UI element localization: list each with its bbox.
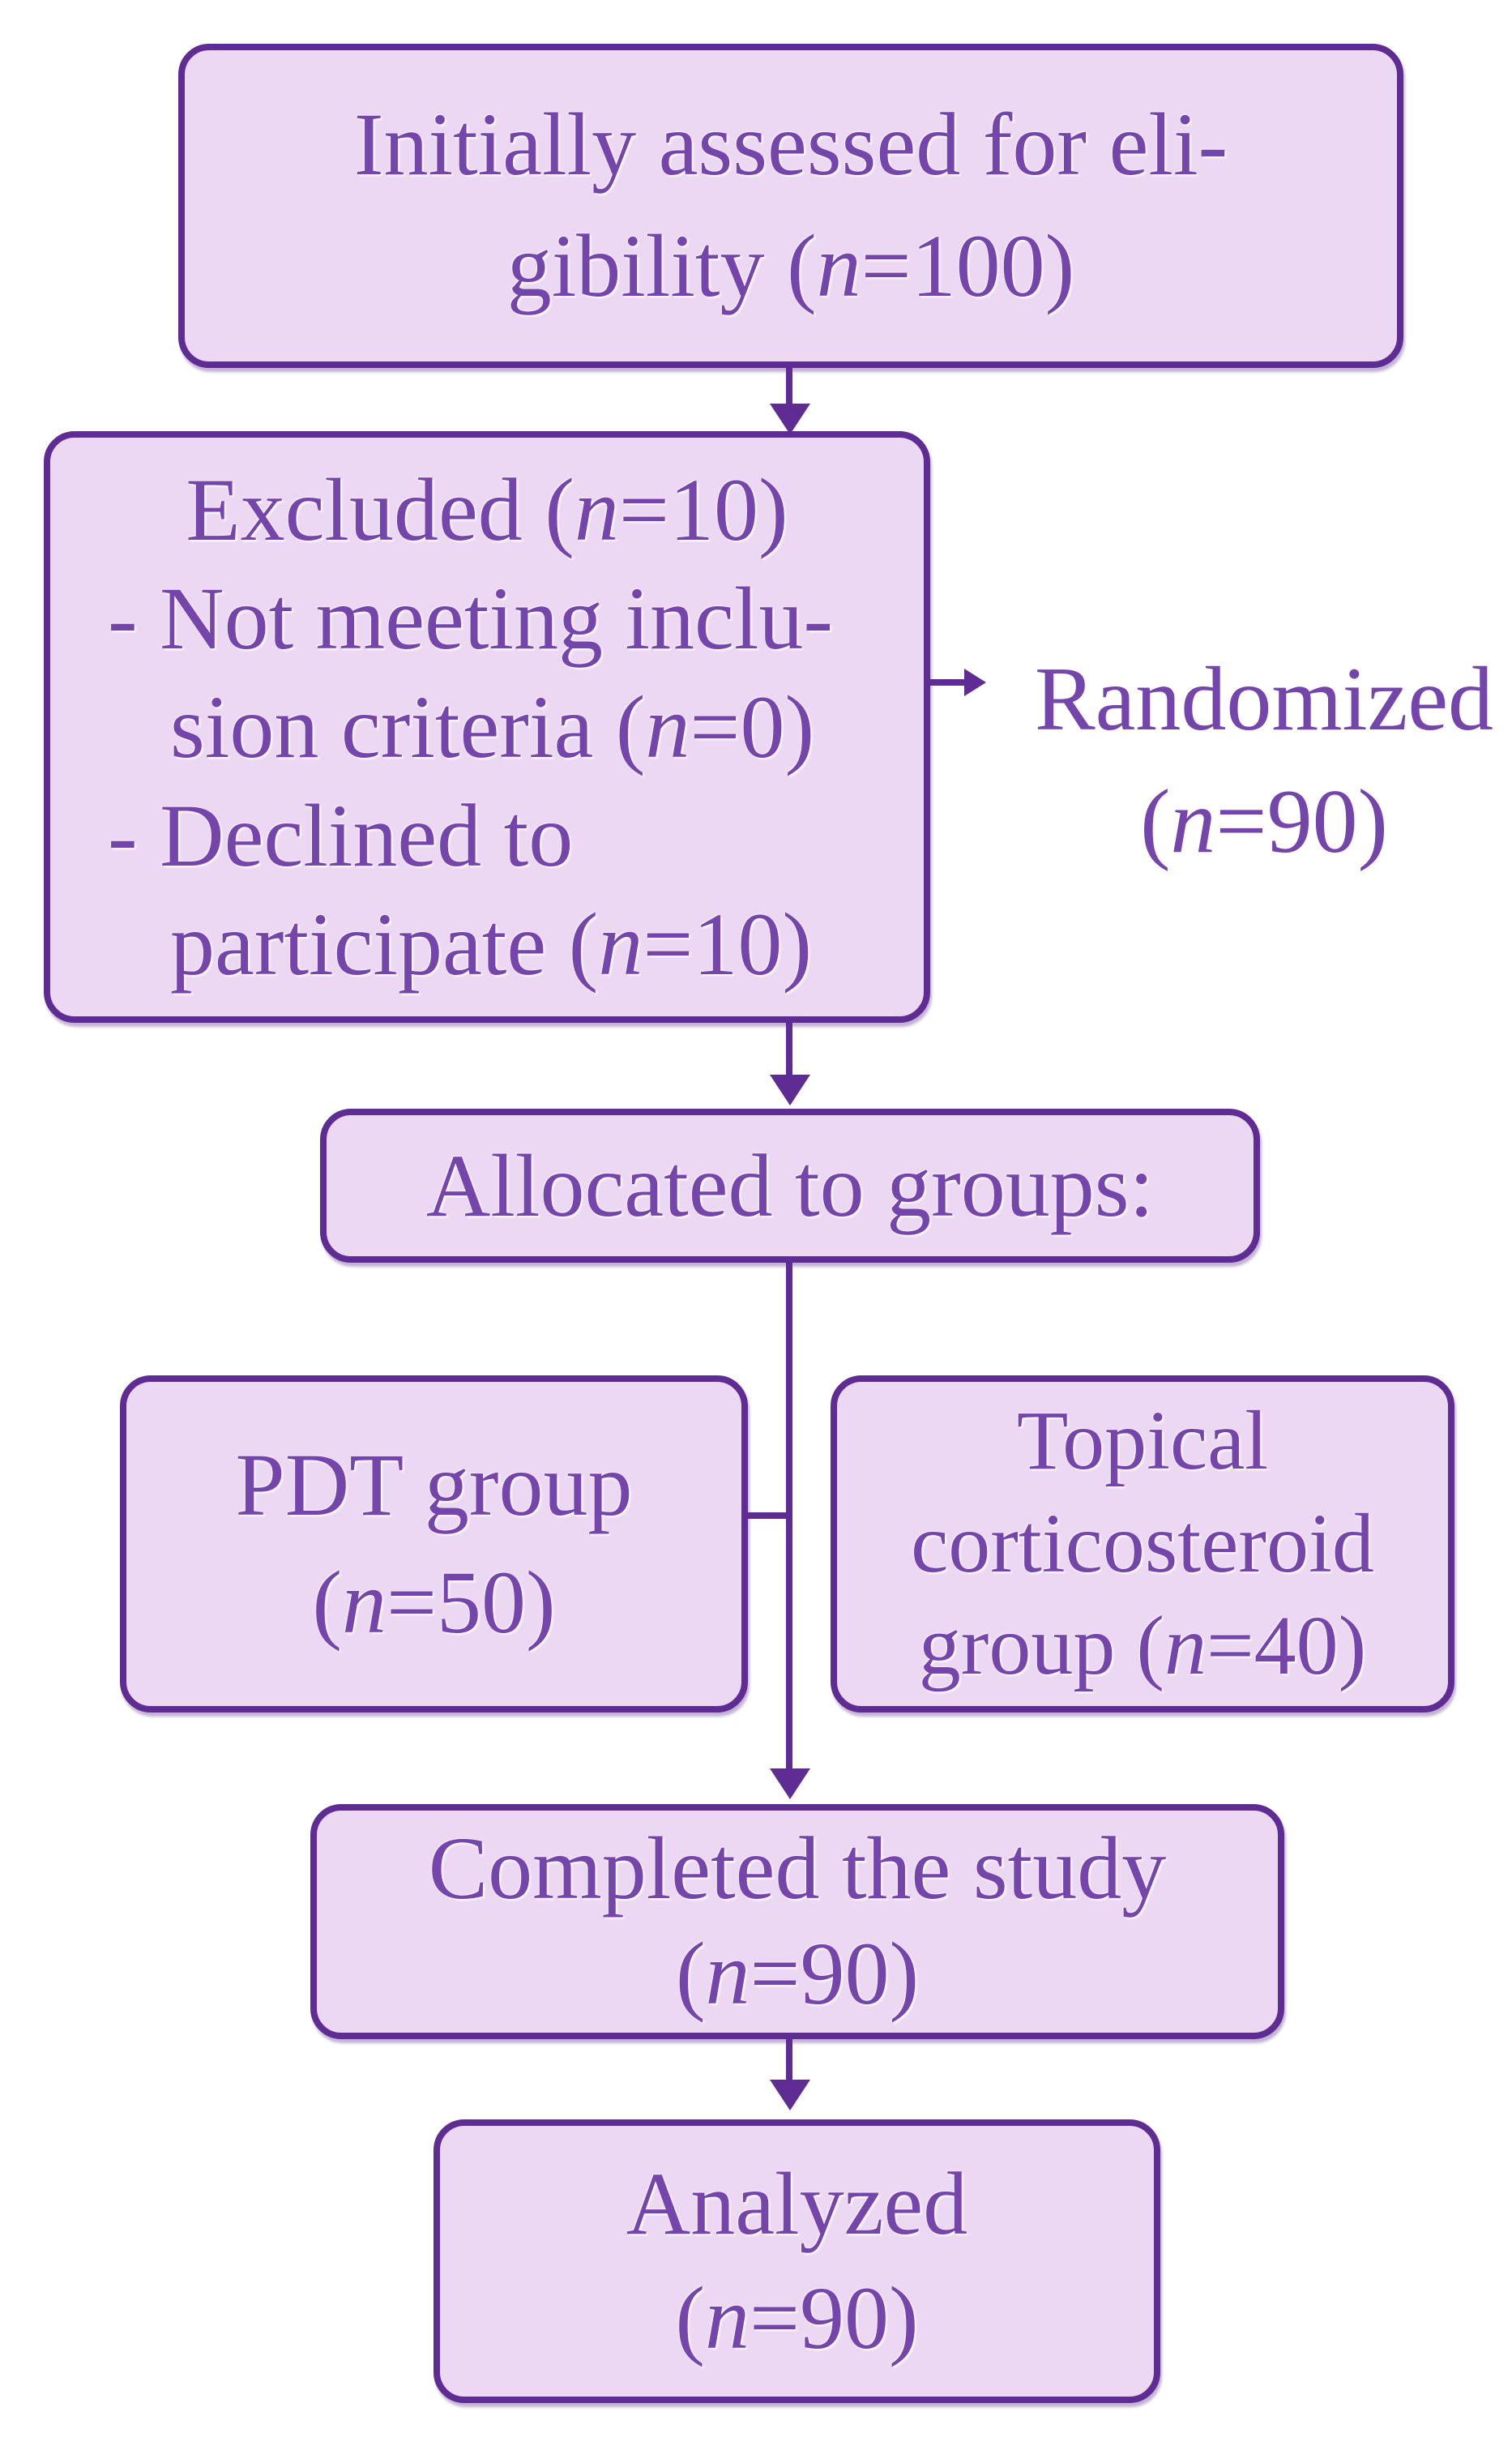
initially-assessed-box: Initially assessed for eli- gibility (n=… bbox=[178, 44, 1403, 368]
pdt-group-box: PDT group (n=50) bbox=[120, 1375, 748, 1713]
analyzed-box: Analyzed (n=90) bbox=[434, 2119, 1160, 2403]
allocated-box: Allocated to groups: bbox=[320, 1109, 1260, 1263]
connector-completed-to-analyzed-line bbox=[786, 2038, 792, 2083]
excluded-item-1-line-1: - Not meeting inclu- bbox=[108, 568, 834, 668]
excluded-item-2-line-1: - Declined to bbox=[108, 786, 574, 886]
completed-line-1: Completed the study bbox=[428, 1819, 1167, 1918]
analyzed-line-2: (n=90) bbox=[675, 2269, 919, 2367]
topical-group-line-2: corticosteroid bbox=[911, 1496, 1374, 1590]
allocated-line-1: Allocated to groups: bbox=[425, 1135, 1155, 1235]
topical-group-line-1: Topical bbox=[1016, 1393, 1269, 1487]
right-arrowhead-icon bbox=[964, 669, 986, 696]
initially-assessed-line-1: Initially assessed for eli- bbox=[353, 95, 1228, 195]
analyzed-line-1: Analyzed bbox=[626, 2154, 968, 2254]
down-arrowhead-icon bbox=[770, 1768, 810, 1799]
pdt-group-line-1: PDT group bbox=[235, 1435, 633, 1534]
randomized-line-2: (n=90) bbox=[1140, 772, 1388, 873]
down-arrowhead-icon bbox=[770, 1075, 810, 1105]
completed-box: Completed the study (n=90) bbox=[310, 1804, 1284, 2039]
connector-pdt-to-line-stub bbox=[741, 1512, 790, 1519]
completed-line-2: (n=90) bbox=[675, 1924, 920, 2023]
initially-assessed-line-2: gibility (n=100) bbox=[506, 216, 1075, 315]
topical-group-line-3: group (n=40) bbox=[918, 1599, 1367, 1693]
down-arrowhead-icon bbox=[770, 404, 810, 434]
randomized-line-1: Randomized bbox=[1034, 649, 1494, 750]
excluded-item-2-line-2: participate (n=10) bbox=[170, 895, 812, 994]
connector-excluded-to-allocated-line bbox=[786, 1023, 792, 1078]
pdt-group-line-2: (n=50) bbox=[312, 1553, 556, 1652]
excluded-box: Excluded (n=10) - Not meeting inclu- sio… bbox=[44, 431, 930, 1023]
down-arrowhead-icon bbox=[770, 2080, 810, 2110]
randomized-label: Randomized (n=90) bbox=[980, 639, 1512, 883]
excluded-title: Excluded (n=10) bbox=[186, 460, 788, 559]
connector-initially-to-excluded-line bbox=[786, 365, 792, 412]
topical-group-box: Topical corticosteroid group (n=40) bbox=[831, 1375, 1454, 1713]
excluded-item-1-line-2: sion criteria (n=0) bbox=[170, 677, 815, 776]
connector-excluded-to-randomized-line bbox=[930, 679, 966, 686]
